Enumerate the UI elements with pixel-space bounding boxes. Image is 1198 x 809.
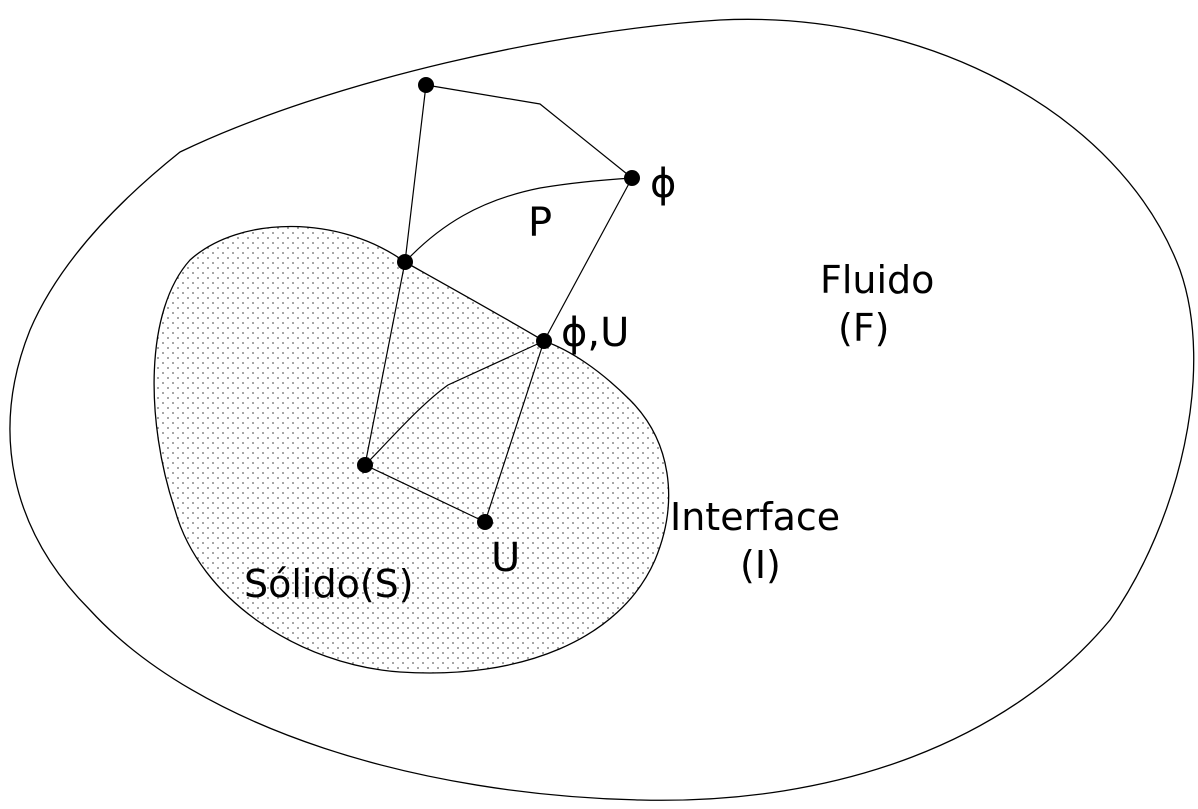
node-interface-left bbox=[397, 254, 413, 270]
label-fluid-symbol: (F) bbox=[838, 306, 890, 350]
label-node-phi: ϕ bbox=[650, 161, 676, 207]
solid-element-bottom-edge bbox=[364, 464, 486, 523]
fluid-element-edges bbox=[404, 84, 633, 263]
label-node-u: U bbox=[491, 535, 520, 581]
label-interface-symbol: (I) bbox=[740, 543, 781, 587]
label-interface-name: Interface bbox=[670, 495, 840, 539]
node-phi-u bbox=[536, 333, 552, 349]
fluid-domain-boundary bbox=[9, 18, 1195, 801]
node-u bbox=[477, 514, 493, 530]
node-solid-left bbox=[357, 457, 373, 473]
solid-element-left-edge bbox=[364, 261, 406, 466]
label-solid: Sólido(S) bbox=[244, 562, 414, 606]
label-fluid-name: Fluido bbox=[820, 258, 934, 302]
node-phi bbox=[624, 170, 640, 186]
solid-region bbox=[153, 225, 670, 674]
solid-element-curved-edge bbox=[364, 340, 545, 466]
fluid-element-curved-edge bbox=[404, 177, 633, 263]
label-node-phi-u: ϕ,U bbox=[561, 310, 629, 356]
label-element-p: P bbox=[528, 200, 552, 246]
fluid-element-right-edge bbox=[543, 177, 633, 342]
solid-element-right-edge bbox=[484, 340, 545, 523]
node-top bbox=[418, 77, 434, 93]
